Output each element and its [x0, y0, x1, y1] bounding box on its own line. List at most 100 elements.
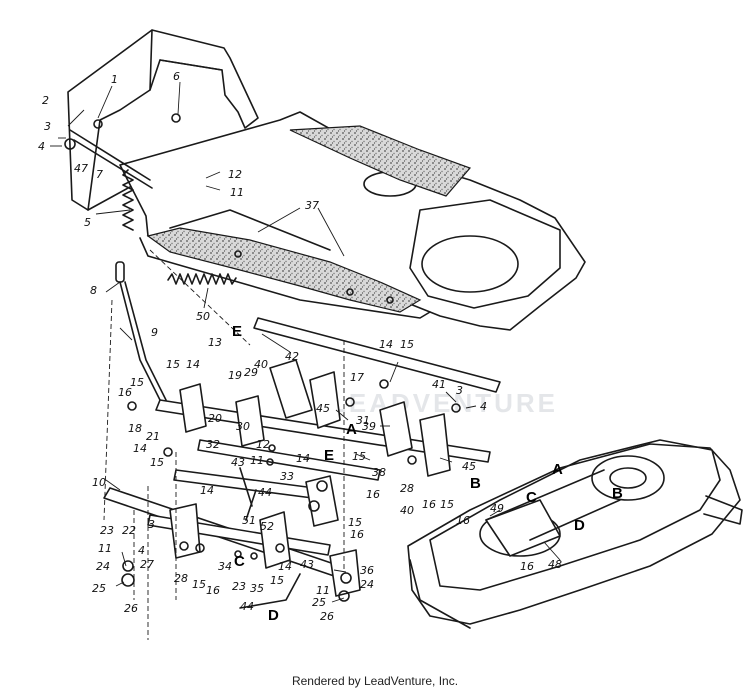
callout-29: 29: [244, 366, 258, 379]
callout-15: 15: [348, 516, 362, 529]
callout-17: 17: [350, 371, 364, 384]
callout-24: 24: [360, 578, 374, 591]
callout-34: 34: [218, 560, 232, 573]
callout-16: 16: [422, 498, 436, 511]
callout-15: 15: [166, 358, 180, 371]
callout-10: 10: [92, 476, 106, 489]
ref-letter-a: A: [346, 421, 357, 438]
mower-deck: [407, 439, 743, 629]
ref-letter-b: B: [612, 485, 623, 502]
ref-letter-b: B: [470, 475, 481, 492]
tractor-frame: [67, 29, 586, 331]
callout-30: 30: [236, 420, 250, 433]
watermark-text: LEADVENTURE: [330, 388, 558, 418]
callout-2: 2: [42, 94, 49, 107]
callout-15: 15: [440, 498, 454, 511]
callout-8: 8: [90, 284, 97, 297]
callout-14: 14: [186, 358, 200, 371]
callout-14: 14: [133, 442, 147, 455]
callout-15: 15: [352, 450, 366, 463]
callout-49: 49: [490, 502, 504, 515]
callout-43: 43: [300, 558, 314, 571]
callout-4: 4: [38, 140, 45, 153]
callout-38: 38: [372, 466, 386, 479]
ref-letter-d: D: [574, 517, 585, 534]
callout-26: 26: [320, 610, 334, 623]
callout-5: 5: [84, 216, 91, 229]
callout-3: 3: [44, 120, 51, 133]
callout-16: 16: [350, 528, 364, 541]
callout-12: 12: [256, 438, 270, 451]
callout-15: 15: [400, 338, 414, 351]
callout-19: 19: [228, 369, 242, 382]
callout-16: 16: [366, 488, 380, 501]
callout-1: 1: [111, 73, 118, 86]
callout-15: 15: [150, 456, 164, 469]
callout-7: 7: [96, 168, 103, 181]
callout-23: 23: [100, 524, 114, 537]
ref-letter-c: C: [526, 489, 537, 506]
spring-50: [167, 273, 237, 309]
callout-4: 4: [480, 400, 487, 413]
callout-35: 35: [250, 582, 264, 595]
callout-23: 23: [232, 580, 246, 593]
callout-44: 44: [240, 600, 254, 613]
callout-28: 28: [174, 572, 188, 585]
callout-4: 4: [138, 544, 145, 557]
callout-6: 6: [173, 70, 180, 83]
callout-9: 9: [151, 326, 158, 339]
callout-24: 24: [96, 560, 110, 573]
callout-44: 44: [258, 486, 272, 499]
left-upper-linkage: [64, 113, 181, 231]
callout-28: 28: [400, 482, 414, 495]
footer-credit: Rendered by LeadVenture, Inc.: [291, 674, 459, 688]
callout-11: 11: [250, 454, 264, 467]
callout-11: 11: [230, 186, 244, 199]
ref-letter-c: C: [234, 553, 245, 570]
callout-15: 15: [192, 578, 206, 591]
callout-16: 16: [520, 560, 534, 573]
callout-45: 45: [316, 402, 330, 415]
callout-26: 26: [124, 602, 138, 615]
callout-39: 39: [362, 420, 376, 433]
callout-21: 21: [146, 430, 160, 443]
callout-3: 3: [148, 518, 155, 531]
callout-41: 41: [432, 378, 446, 391]
callout-42: 42: [285, 350, 299, 363]
callout-numbers: 1 2 3 4 47 7 5 6 12 11 37 8 50 9 42 14 1…: [38, 70, 562, 623]
reference-letters: E E A A B B C C D D: [232, 323, 623, 624]
callout-33: 33: [280, 470, 294, 483]
callout-15: 15: [270, 574, 284, 587]
callout-31: 31: [356, 414, 370, 427]
ref-letter-a: A: [552, 461, 563, 478]
callout-16: 16: [206, 584, 220, 597]
callout-52: 52: [260, 520, 274, 533]
callout-32: 32: [206, 438, 220, 451]
callout-22: 22: [122, 524, 136, 537]
lift-linkage-assembly: [103, 317, 501, 640]
callout-48: 48: [548, 558, 562, 571]
callout-13: 13: [208, 336, 222, 349]
callout-50: 50: [196, 310, 210, 323]
callout-14: 14: [278, 560, 292, 573]
ref-letter-e: E: [324, 447, 334, 464]
callout-14: 14: [379, 338, 393, 351]
callout-27: 27: [140, 558, 154, 571]
callout-11: 11: [316, 584, 330, 597]
callout-16: 16: [456, 514, 470, 527]
ref-letter-e: E: [232, 323, 242, 340]
callout-3: 3: [456, 384, 463, 397]
callout-43: 43: [231, 456, 245, 469]
callout-18: 18: [128, 422, 142, 435]
callout-25: 25: [312, 596, 326, 609]
callout-16: 16: [118, 386, 132, 399]
callout-47: 47: [74, 162, 88, 175]
lift-lever: [103, 249, 251, 521]
callout-12: 12: [228, 168, 242, 181]
callout-25: 25: [92, 582, 106, 595]
callout-51: 51: [242, 514, 256, 527]
ref-letter-d: D: [268, 607, 279, 624]
callout-45: 45: [462, 460, 476, 473]
callout-11: 11: [98, 542, 112, 555]
